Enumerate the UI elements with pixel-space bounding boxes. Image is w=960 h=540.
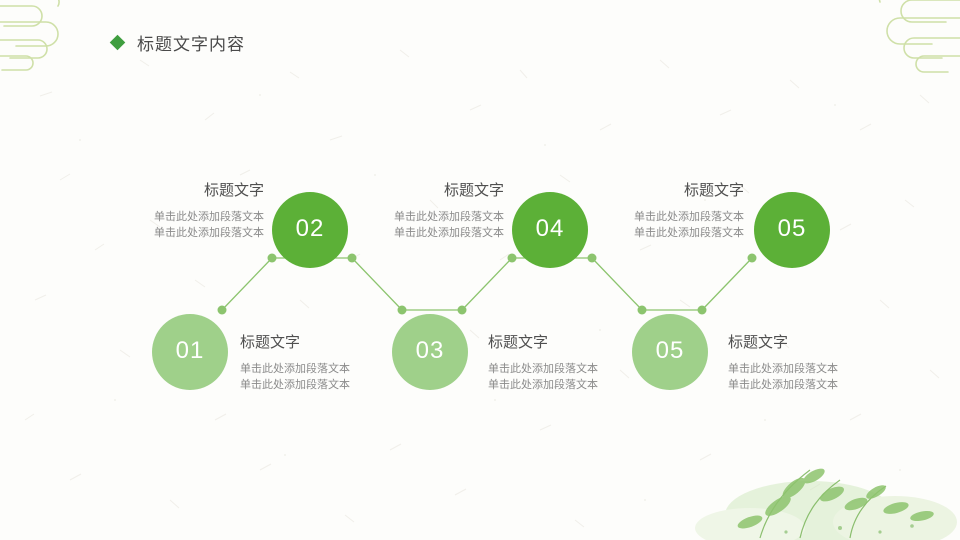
cloud-ornament-top-left-icon [0, 0, 60, 71]
block-line: 单击此处添加段落文本 [240, 379, 350, 391]
text-block-01: 标题文字 单击此处添加段落文本 单击此处添加段落文本 [92, 180, 264, 242]
cloud-ornament-top-right-icon [878, 0, 960, 73]
step-number: 05 [655, 337, 685, 364]
step-node-05-bottom[interactable]: 05 [632, 314, 708, 390]
block-line: 单击此处添加段落文本 [154, 227, 264, 239]
step-node-02[interactable]: 02 [272, 192, 348, 268]
block-line: 单击此处添加段落文本 [634, 227, 744, 239]
block-line: 单击此处添加段落文本 [394, 227, 504, 239]
watercolor-leaves-decoration [695, 468, 957, 540]
block-line: 单击此处添加段落文本 [728, 379, 838, 391]
block-line: 单击此处添加段落文本 [240, 362, 350, 375]
step-node-05-top[interactable]: 05 [754, 192, 830, 268]
step-number: 04 [535, 215, 565, 242]
block-line: 单击此处添加段落文本 [394, 210, 504, 223]
block-title: 标题文字 [683, 182, 744, 199]
step-node-01[interactable]: 01 [152, 314, 228, 390]
block-line: 单击此处添加段落文本 [488, 379, 598, 391]
step-node-04[interactable]: 04 [512, 192, 588, 268]
block-title: 标题文字 [488, 334, 549, 351]
step-number: 03 [415, 337, 445, 364]
block-title: 标题文字 [443, 182, 504, 199]
step-number: 01 [175, 337, 205, 364]
page-title: 标题文字内容 [137, 35, 245, 54]
text-block-02: 标题文字 单击此处添加段落文本 单击此处添加段落文本 [332, 180, 504, 242]
text-block-06: 标题文字 单击此处添加段落文本 单击此处添加段落文本 [728, 332, 908, 394]
block-title: 标题文字 [203, 182, 264, 199]
block-title: 标题文字 [728, 334, 789, 351]
step-number: 02 [295, 215, 325, 242]
block-title: 标题文字 [240, 334, 301, 351]
slide-header: 标题文字内容 [109, 30, 245, 55]
text-block-03: 标题文字 单击此处添加段落文本 单击此处添加段落文本 [572, 180, 744, 242]
diamond-icon [109, 34, 126, 51]
block-line: 单击此处添加段落文本 [728, 362, 838, 375]
text-block-05: 标题文字 单击此处添加段落文本 单击此处添加段落文本 [488, 332, 668, 394]
block-line: 单击此处添加段落文本 [154, 210, 264, 223]
step-node-03[interactable]: 03 [392, 314, 468, 390]
block-line: 单击此处添加段落文本 [634, 210, 744, 223]
block-line: 单击此处添加段落文本 [488, 362, 598, 375]
step-number: 05 [777, 215, 807, 242]
text-block-04: 标题文字 单击此处添加段落文本 单击此处添加段落文本 [240, 332, 420, 394]
